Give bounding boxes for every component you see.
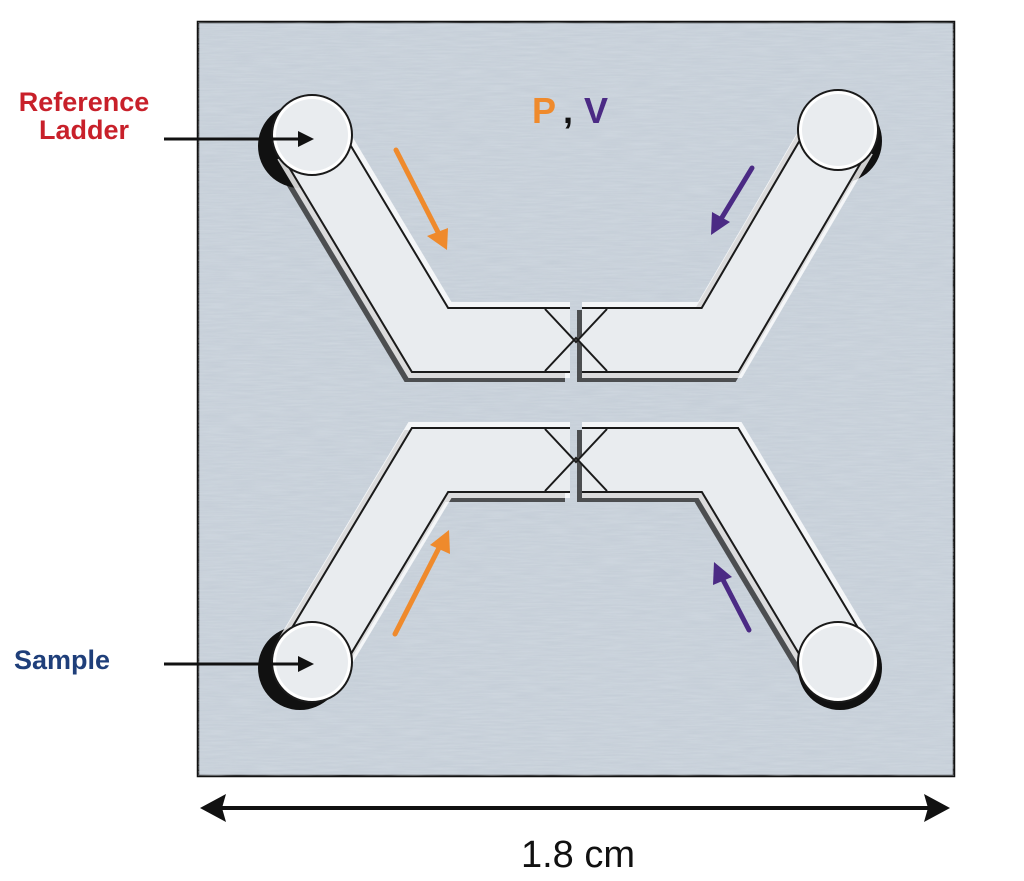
well-top-left bbox=[271, 94, 353, 176]
sample-label: Sample bbox=[14, 645, 111, 675]
p-label: P bbox=[532, 90, 558, 131]
channel-junction-bottom bbox=[540, 428, 612, 492]
purple-arrow-bottom-right bbox=[713, 562, 752, 633]
well-bottom-left bbox=[271, 621, 353, 703]
reference-ladder-label: Reference Ladder bbox=[0, 88, 168, 145]
well-bottom-right bbox=[797, 621, 879, 703]
reference-label-line2: Ladder bbox=[38, 115, 130, 146]
channel-junction-top bbox=[540, 308, 612, 372]
pv-label: P,V bbox=[532, 92, 609, 130]
orange-arrow-top-left bbox=[393, 147, 448, 250]
channel-network bbox=[258, 89, 882, 710]
scale-bar bbox=[200, 794, 950, 822]
pv-separator: , bbox=[563, 90, 575, 131]
well-top-right bbox=[797, 89, 879, 171]
orange-arrow-bottom-left bbox=[392, 530, 450, 637]
v-label: V bbox=[584, 90, 610, 131]
pointer-arrow-reference bbox=[164, 131, 314, 147]
flow-arrows bbox=[392, 147, 755, 637]
scale-label: 1.8 cm bbox=[520, 834, 636, 876]
purple-arrow-top-right bbox=[711, 165, 755, 235]
reference-label-line1: Reference bbox=[18, 87, 150, 117]
pointer-arrow-sample bbox=[164, 656, 314, 672]
